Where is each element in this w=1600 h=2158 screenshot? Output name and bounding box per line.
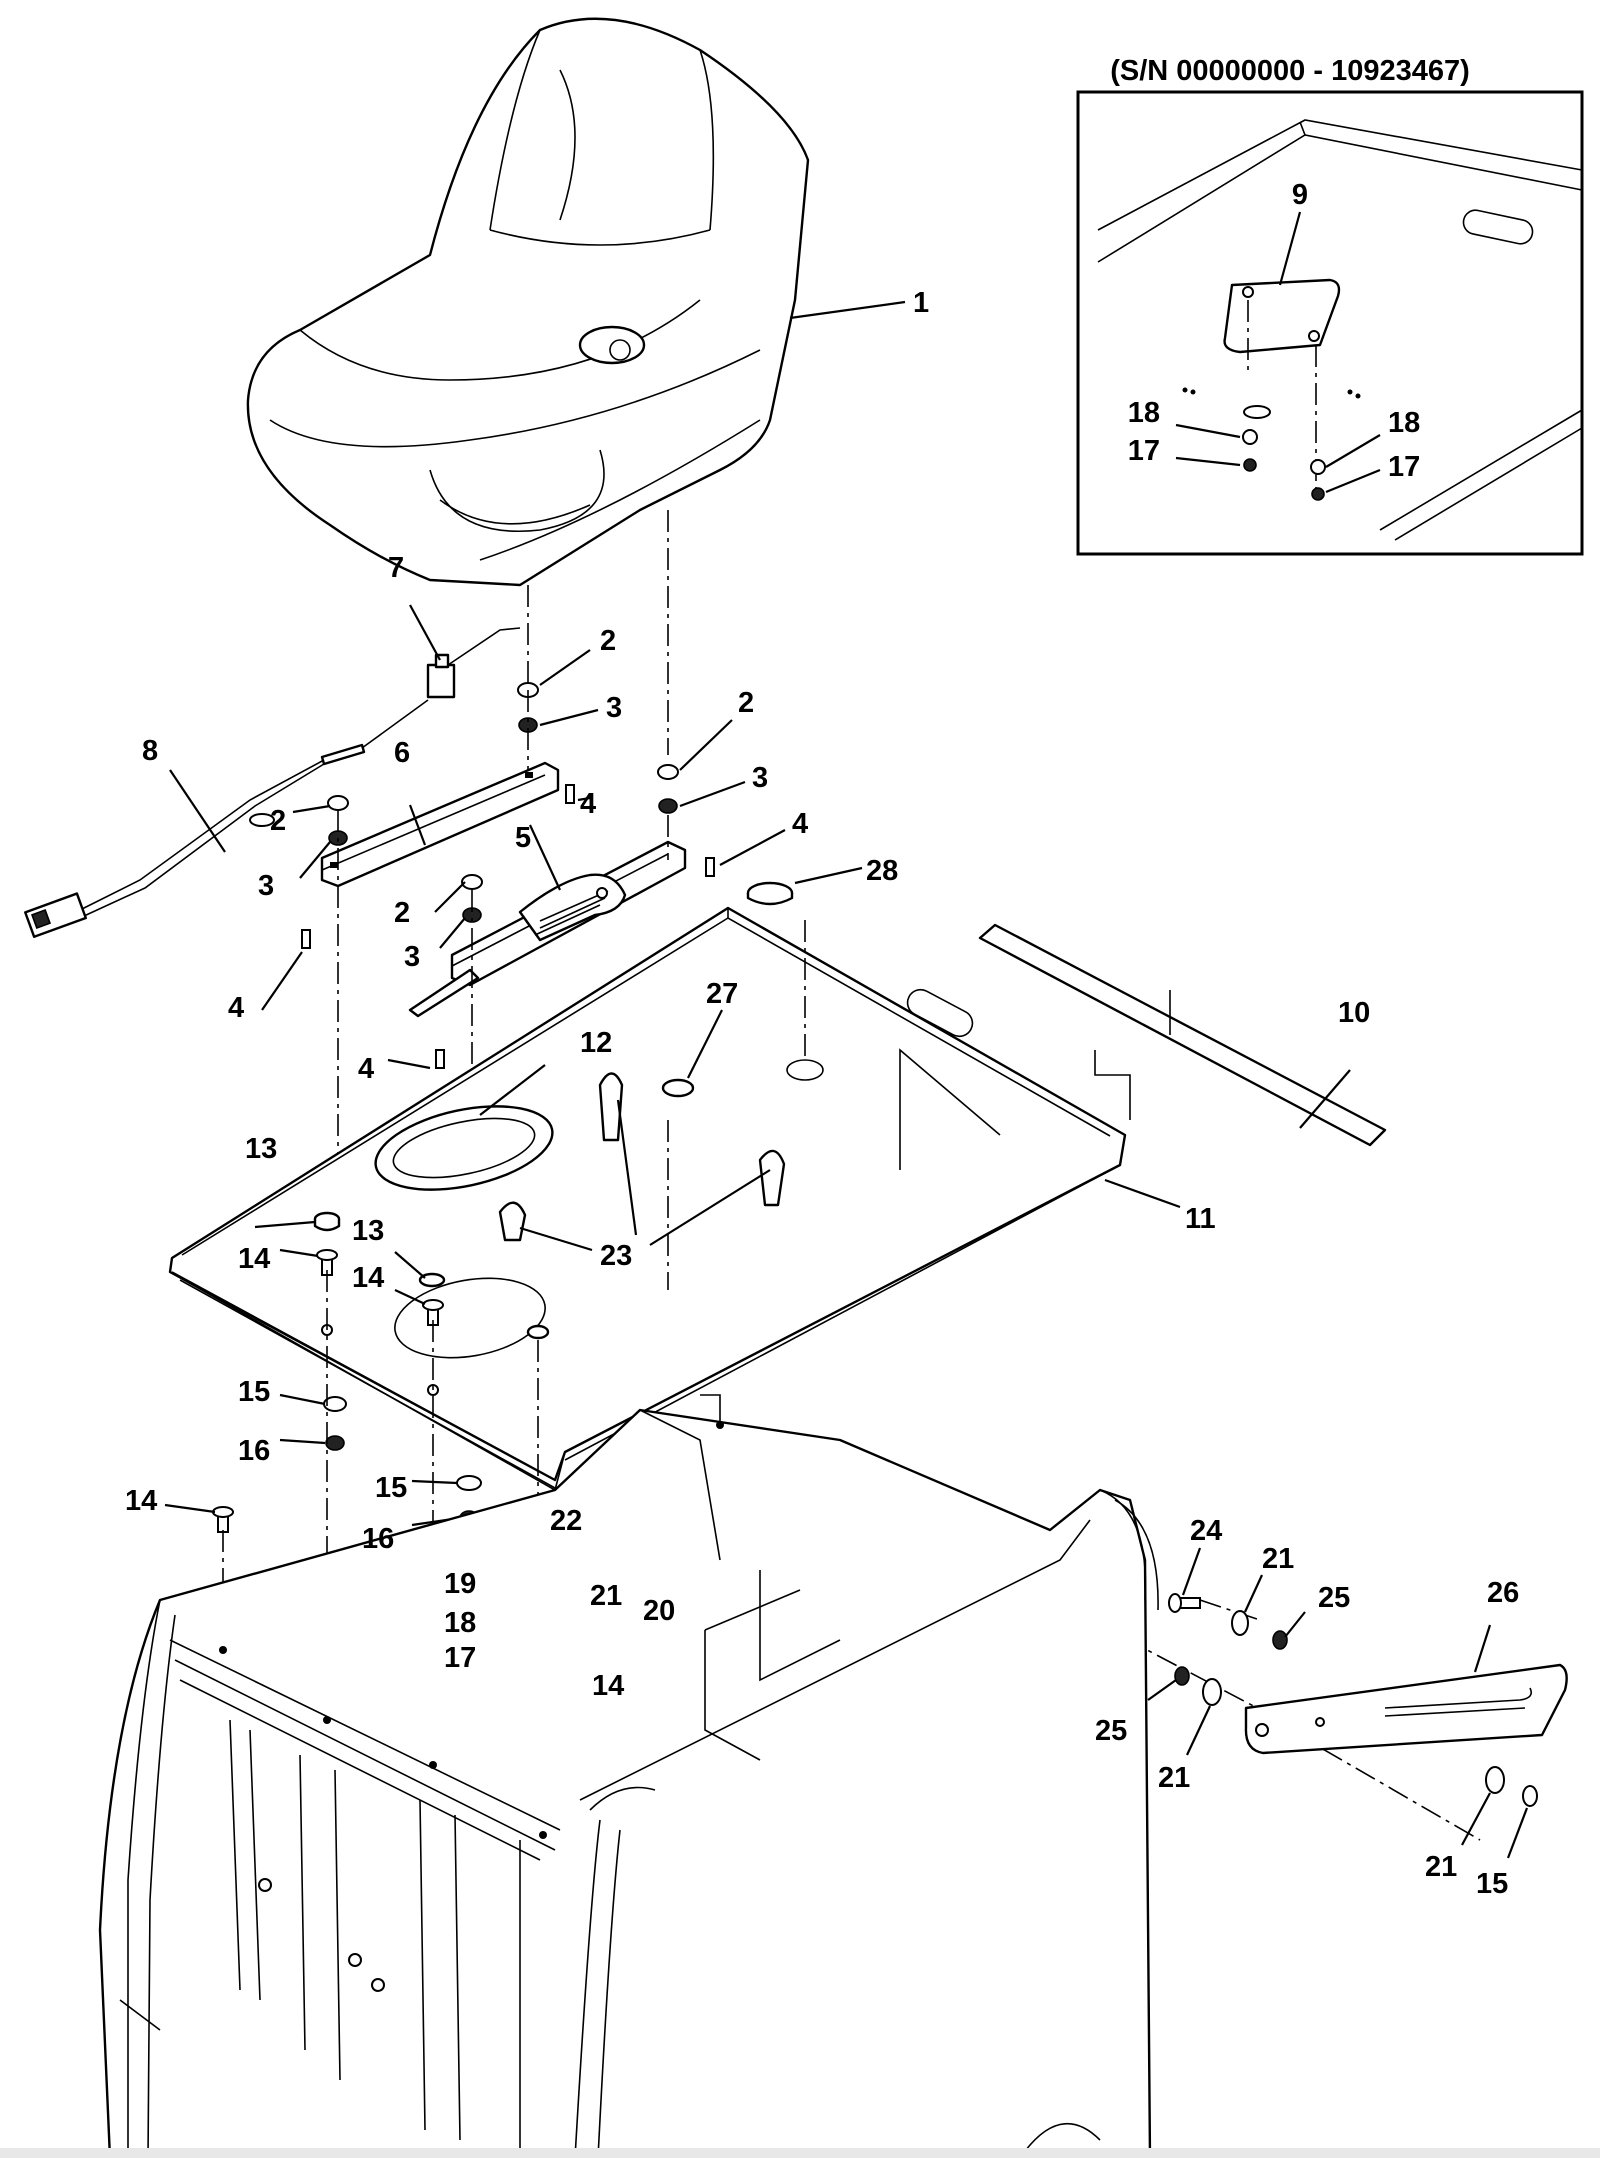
seat-slide-rail-left [320, 761, 560, 888]
seat-slide-rail-right [408, 840, 687, 1018]
callout-21-right-top: 21 [1262, 1543, 1294, 1575]
callout-13-left: 13 [245, 1133, 277, 1165]
callout-4-right: 4 [792, 808, 808, 840]
callout-3-left: 3 [258, 870, 274, 902]
callout-21-center: 21 [590, 1580, 622, 1612]
callout-10: 10 [1338, 997, 1370, 1029]
strip-10 [978, 923, 1387, 1147]
seat-switch [409, 604, 521, 699]
callout-16-mid: 16 [362, 1523, 394, 1555]
callout-20: 20 [643, 1595, 675, 1627]
callout-2-left: 2 [270, 805, 286, 837]
callout-15-mid: 15 [375, 1472, 407, 1504]
seat-pan [168, 906, 1181, 1491]
callout-5: 5 [515, 822, 531, 854]
callout-14-left: 14 [238, 1243, 270, 1275]
callout-4-top: 4 [580, 788, 596, 820]
leaders-upper [261, 649, 786, 1070]
callout-3-top-left: 3 [606, 692, 622, 724]
callout-14-far-left: 14 [125, 1485, 157, 1517]
bottom-band [0, 2148, 1600, 2158]
callout-17: 17 [444, 1642, 476, 1674]
inset-label-18-right: 18 [1388, 407, 1420, 439]
callout-14-bottom: 14 [592, 1670, 624, 1702]
inset-title: (S/N 00000000 - 10923467) [1110, 55, 1470, 87]
callout-21-bottom: 21 [1425, 1851, 1457, 1883]
callout-23: 23 [600, 1240, 632, 1272]
callout-26: 26 [1487, 1577, 1519, 1609]
inset-label-18-left: 18 [1128, 397, 1160, 429]
hardware-right [1147, 1547, 1538, 1859]
callout-15-bottom: 15 [1476, 1868, 1508, 1900]
callout-3-top-right: 3 [752, 762, 768, 794]
callout-28: 28 [866, 855, 898, 887]
callout-27: 27 [706, 978, 738, 1010]
pins-23 [498, 1072, 786, 1252]
callout-18: 18 [444, 1607, 476, 1639]
inset-serial-range: (S/N 00000000 - 10923467) 9 18 17 18 17 [1076, 55, 1584, 556]
callout-13-mid: 13 [352, 1215, 384, 1247]
callout-1: 1 [913, 287, 929, 319]
callout-25-left: 25 [1095, 1715, 1127, 1747]
callout-7: 7 [388, 552, 404, 584]
callout-6: 6 [394, 737, 410, 769]
callout-2-top-right: 2 [738, 687, 754, 719]
callout-25-right: 25 [1318, 1582, 1350, 1614]
callout-4-left: 4 [228, 992, 244, 1024]
inset-label-9: 9 [1292, 179, 1308, 211]
callout-14-mid: 14 [352, 1262, 384, 1294]
callout-8: 8 [142, 735, 158, 767]
leader-12 [479, 1064, 546, 1116]
seat [246, 17, 906, 587]
inset-label-17-left: 17 [1128, 435, 1160, 467]
callout-11: 11 [1185, 1203, 1216, 1235]
hood-body [98, 1408, 1159, 2158]
callout-4-mid: 4 [358, 1053, 374, 1085]
callout-12: 12 [580, 1027, 612, 1059]
callout-3-mid: 3 [404, 941, 420, 973]
callout-22: 22 [550, 1505, 582, 1537]
callout-24: 24 [1190, 1515, 1222, 1547]
callout-19: 19 [444, 1568, 476, 1600]
callout-labels: 1 2 3 2 3 4 4 7 8 6 2 3 5 2 3 4 4 28 27 … [125, 287, 1519, 1900]
callout-21-right-mid: 21 [1158, 1762, 1190, 1794]
rail-hardware [301, 682, 715, 1069]
inset-label-17-right: 17 [1388, 451, 1420, 483]
knob-28 [746, 866, 863, 906]
callout-2-mid: 2 [394, 897, 410, 929]
plug-27 [661, 1009, 723, 1098]
pivot-arm [1244, 1624, 1568, 1755]
callout-16-left: 16 [238, 1435, 270, 1467]
callout-2-top-left: 2 [600, 625, 616, 657]
callout-15-left: 15 [238, 1376, 270, 1408]
wire-harness [24, 699, 429, 938]
